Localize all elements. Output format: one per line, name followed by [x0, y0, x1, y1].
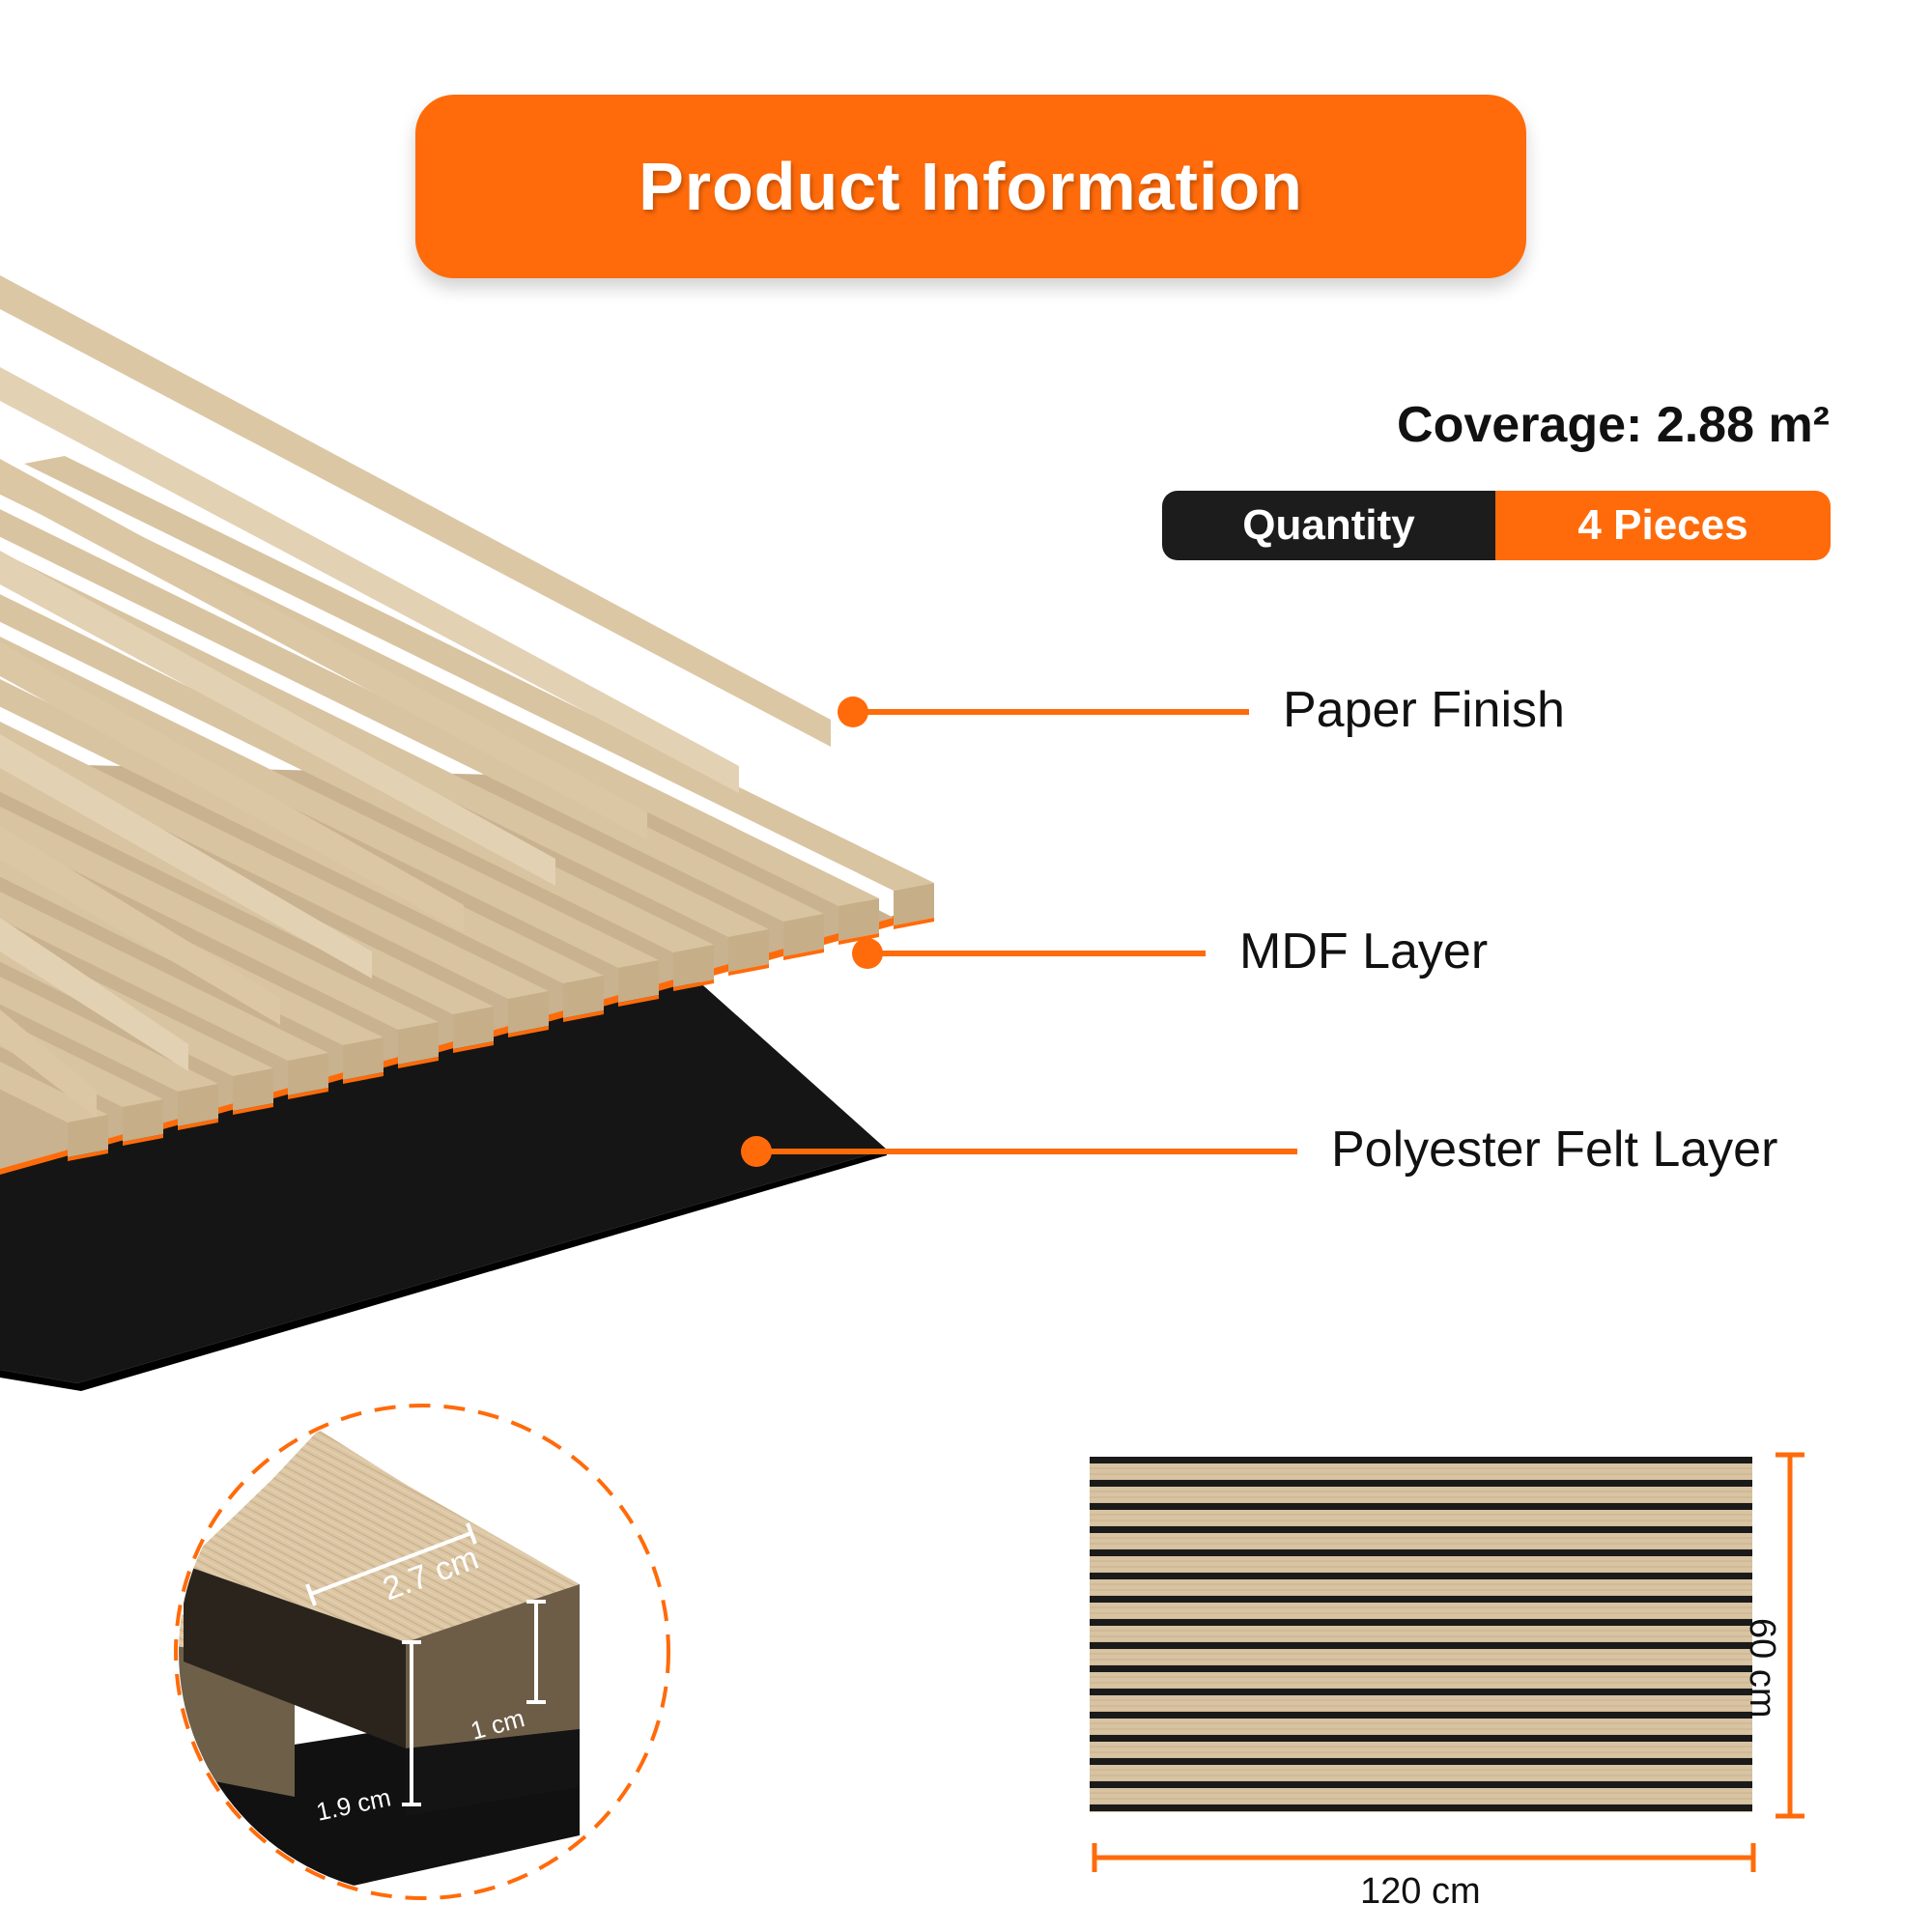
panel-gap-line: [1090, 1526, 1752, 1533]
panel-gap-line: [1090, 1781, 1752, 1788]
mdf-slat-end: [398, 1022, 439, 1065]
mdf-slat-end: [838, 898, 879, 941]
mdf-slat-edge: [728, 964, 769, 976]
panel-gap-line: [1090, 1619, 1752, 1626]
panel-gap-line: [1090, 1573, 1752, 1579]
mdf-slat-end: [123, 1099, 163, 1142]
mdf-slat-end: [68, 1115, 108, 1157]
paper-strip: [0, 918, 188, 1071]
mdf-slat-edge: [563, 1010, 604, 1022]
mdf-slat-edge: [618, 995, 659, 1007]
panel-gap-line: [1090, 1642, 1752, 1649]
mdf-slat: [0, 637, 659, 968]
mdf-slat: [0, 807, 439, 1030]
mdf-slat-edge: [453, 1041, 494, 1053]
mdf-slat-end: [233, 1068, 273, 1111]
panel-gap-line: [1090, 1480, 1752, 1487]
coverage-text: Coverage: 2.88 m²: [1397, 397, 1830, 453]
mdf-slat-end: [894, 883, 934, 925]
mdf-slat-edge: [178, 1119, 218, 1130]
paper-strip: [0, 642, 464, 932]
panel-gap-line: [1090, 1689, 1752, 1695]
mdf-slat-end: [783, 914, 824, 956]
mdf-slat-edge: [343, 1072, 384, 1084]
quantity-value: 4 Pieces: [1495, 491, 1831, 560]
mdf-slat-end: [618, 960, 659, 1003]
paper-strip: [0, 459, 647, 839]
paper-finish-strips: [0, 275, 831, 1118]
mdf-slat-edge: [783, 949, 824, 960]
mdf-slat-edge: [673, 980, 714, 991]
paper-strip: [0, 826, 280, 1025]
panel-length-label: 120 cm: [1360, 1871, 1481, 1912]
paper-strip: [0, 734, 372, 979]
leader-lines: [741, 696, 1297, 1167]
panel-front-view: [1090, 1452, 1804, 1872]
paper-strip: [0, 1009, 97, 1118]
mdf-slat: [0, 1061, 108, 1122]
panel-gap-line: [1090, 1665, 1752, 1672]
paper-strip: [0, 551, 555, 886]
mdf-slat-end: [343, 1037, 384, 1080]
paper-strip: [0, 275, 831, 747]
mdf-slat: [0, 977, 218, 1092]
mdf-slat-edge: [398, 1057, 439, 1068]
mdf-slat-end: [563, 976, 604, 1018]
quantity-badge: Quantity 4 Pieces: [1162, 491, 1831, 560]
layer-label-felt: Polyester Felt Layer: [1331, 1122, 1778, 1178]
mdf-slat-end: [288, 1053, 328, 1095]
mdf-slat: [0, 1019, 163, 1107]
mdf-slat-end: [728, 929, 769, 972]
mdf-slat-end: [508, 991, 549, 1034]
panel-gap-line: [1090, 1804, 1752, 1811]
mdf-slat: [24, 456, 934, 891]
mdf-slat-edge: [838, 933, 879, 945]
page-title: Product Information: [639, 149, 1303, 224]
mdf-slat: [0, 552, 769, 937]
quantity-label: Quantity: [1162, 491, 1495, 560]
panel-gap-line: [1090, 1758, 1752, 1765]
panel-height-label: 60 cm: [1742, 1618, 1782, 1719]
panel-gap-line: [1090, 1712, 1752, 1719]
slat-detail: [174, 1404, 670, 1900]
product-information-banner: Product Information: [415, 95, 1526, 278]
panel-gap-line: [1090, 1735, 1752, 1742]
panel-gap-line: [1090, 1549, 1752, 1556]
panel-gap-line: [1090, 1457, 1752, 1463]
panel-gap-line: [1090, 1596, 1752, 1603]
mdf-slat-end: [178, 1084, 218, 1126]
mdf-slat-edge: [508, 1026, 549, 1037]
mdf-slat: [0, 722, 549, 999]
mdf-slat-end: [453, 1007, 494, 1049]
mdf-slat: [0, 892, 328, 1061]
paper-strip: [0, 367, 739, 793]
layer-label-mdf: MDF Layer: [1239, 923, 1489, 980]
mdf-slat-edge: [68, 1150, 108, 1161]
mdf-slat-end: [673, 945, 714, 987]
mdf-slat-edge: [894, 918, 934, 929]
mdf-slat-edge: [123, 1134, 163, 1146]
mdf-slat-edge: [233, 1103, 273, 1115]
layer-label-paper-finish: Paper Finish: [1283, 682, 1565, 738]
mdf-slat-edge: [288, 1088, 328, 1099]
panel-gap-line: [1090, 1503, 1752, 1510]
